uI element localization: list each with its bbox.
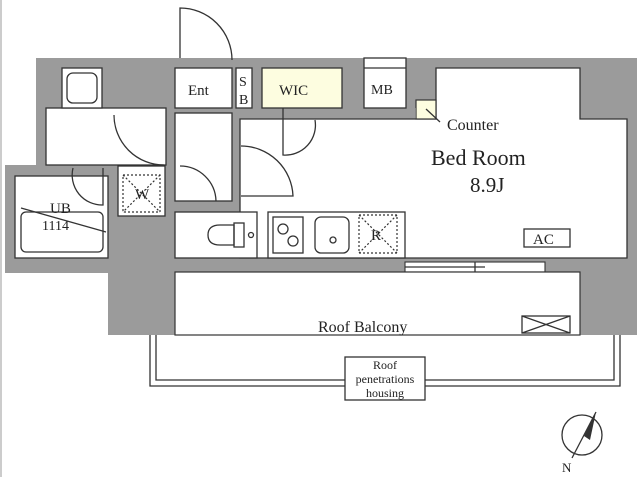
ac-unit bbox=[523, 228, 571, 248]
roof-pen-label-1: Roof bbox=[373, 358, 397, 372]
entrance bbox=[174, 67, 233, 109]
sink-icon bbox=[314, 216, 350, 254]
hallway bbox=[174, 112, 233, 202]
roof-balcony-label: Roof Balcony bbox=[318, 319, 407, 336]
washer-space bbox=[122, 174, 161, 213]
toilet-icon bbox=[207, 224, 235, 246]
kitchen bbox=[267, 211, 406, 259]
fridge-label: R bbox=[371, 228, 381, 244]
shoe-box bbox=[235, 67, 253, 109]
wic-label: WIC bbox=[279, 83, 308, 99]
doors bbox=[71, 7, 317, 206]
toilet bbox=[174, 211, 258, 259]
entrance-label: Ent bbox=[188, 83, 210, 99]
sliding-window bbox=[404, 261, 546, 273]
counter-label: Counter bbox=[447, 117, 499, 134]
unit-bath bbox=[14, 175, 109, 259]
shoe-box-label-s: S bbox=[239, 75, 247, 90]
ac-label: AC bbox=[533, 232, 554, 248]
washbasin-area bbox=[61, 67, 103, 109]
washroom bbox=[45, 107, 167, 166]
bedroom-label: Bed Room bbox=[431, 145, 526, 170]
unit-bath-label: UB bbox=[50, 201, 71, 217]
washer-label: W bbox=[135, 187, 150, 203]
washer-area bbox=[117, 165, 166, 217]
left-border bbox=[0, 0, 2, 477]
stove-icon bbox=[272, 216, 304, 254]
mb-label: MB bbox=[371, 83, 393, 98]
wic bbox=[261, 67, 343, 109]
compass-north-label: N bbox=[562, 460, 572, 475]
roof-balcony bbox=[174, 271, 581, 336]
compass-icon: N bbox=[561, 411, 603, 475]
bedroom-size: 8.9J bbox=[470, 173, 504, 197]
bathtub-icon bbox=[20, 211, 104, 253]
roof-penetrations-housing bbox=[344, 356, 426, 401]
roof-pen-label-3: housing bbox=[366, 386, 404, 400]
unit-bath-size: 1114 bbox=[42, 219, 69, 234]
fridge-space bbox=[358, 214, 398, 254]
roof-pen-label-2: penetrations bbox=[356, 372, 415, 386]
shoe-box-label-b: B bbox=[239, 93, 248, 108]
mb bbox=[363, 57, 407, 109]
washbasin-icon bbox=[66, 72, 98, 104]
